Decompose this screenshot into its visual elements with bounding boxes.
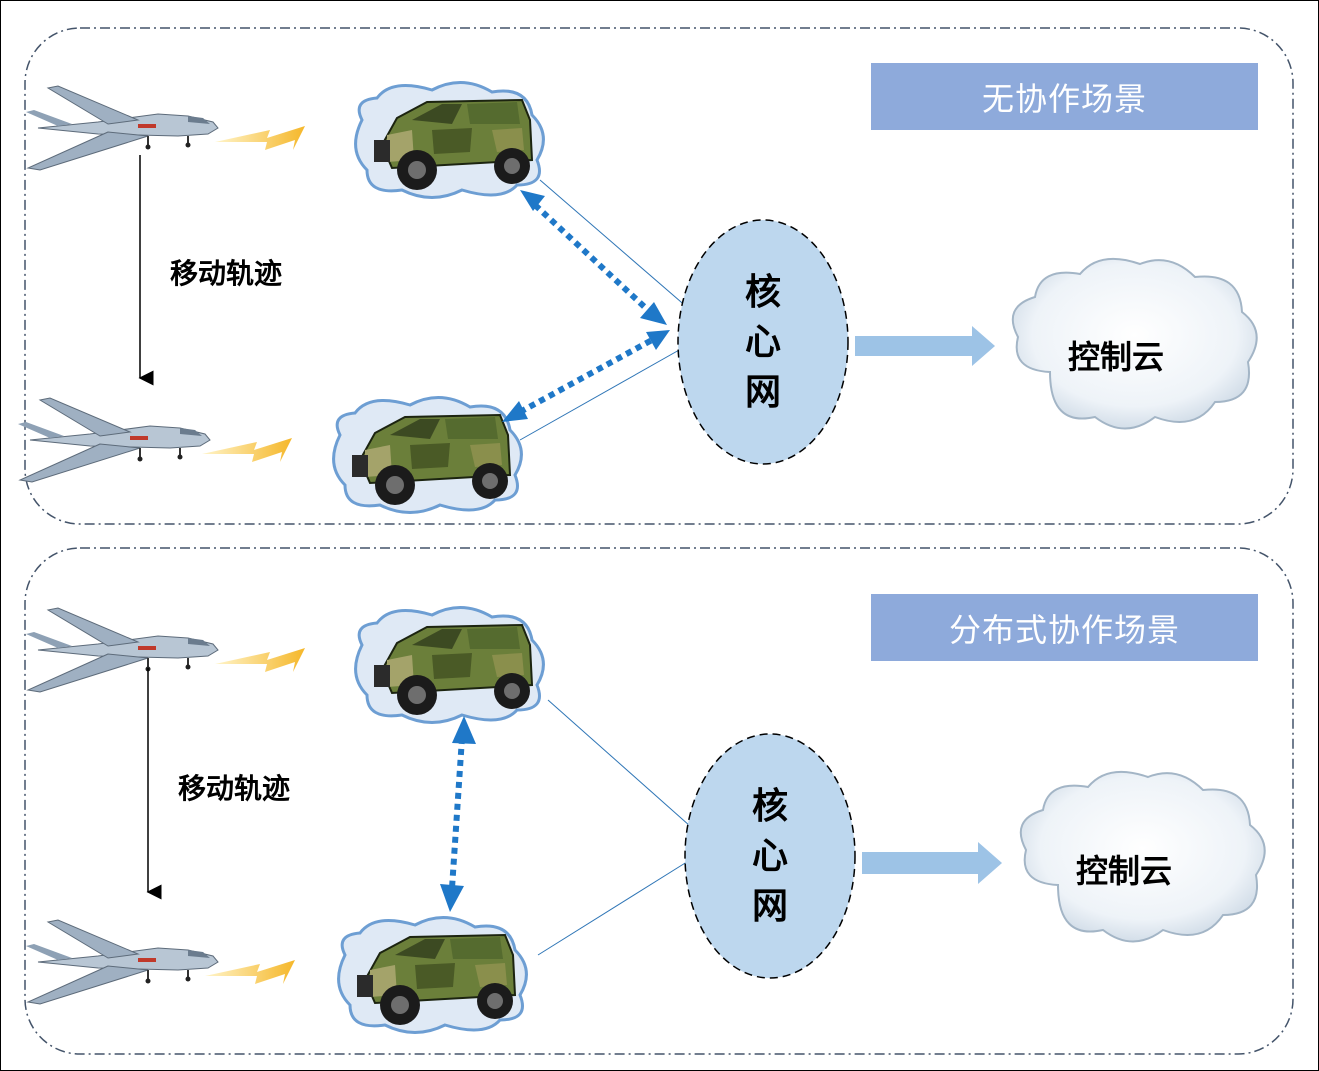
core-network-node xyxy=(677,219,849,465)
vehicle-icon xyxy=(354,605,545,724)
trajectory-label: 移动轨迹 xyxy=(178,772,291,805)
dotted-arrow xyxy=(502,330,670,422)
scene-panel-1 xyxy=(24,27,1294,525)
core-char: 核 xyxy=(751,786,788,827)
vehicle-icon xyxy=(332,395,523,514)
cloud-arrow xyxy=(855,326,995,366)
core-char: 心 xyxy=(751,836,788,877)
cloud-arrow xyxy=(862,842,1002,884)
vehicle-icon xyxy=(354,80,545,199)
vehicle-icon xyxy=(337,915,528,1034)
link-line xyxy=(539,179,689,309)
lightning-icon xyxy=(215,126,305,150)
core-network-node xyxy=(684,733,856,979)
scene-banner: 分布式协作场景 xyxy=(871,594,1258,661)
lightning-icon xyxy=(202,438,292,462)
trajectory-label: 移动轨迹 xyxy=(170,257,283,290)
core-char: 网 xyxy=(751,886,788,927)
link-line xyxy=(519,344,689,441)
core-network-label: 核 心 网 xyxy=(740,782,800,932)
core-char: 网 xyxy=(744,372,781,413)
control-cloud-label: 控制云 xyxy=(1068,338,1165,376)
core-char: 心 xyxy=(744,322,781,363)
drone-icon xyxy=(17,397,211,483)
dotted-arrow xyxy=(440,716,476,912)
drone-icon xyxy=(25,85,219,171)
dotted-arrow xyxy=(520,190,667,325)
core-char: 核 xyxy=(744,272,781,313)
scene-panel-2 xyxy=(24,547,1294,1055)
drone-icon xyxy=(25,919,219,1005)
link-line xyxy=(537,859,691,956)
lightning-icon xyxy=(205,960,295,984)
lightning-icon xyxy=(215,648,305,672)
drone-icon xyxy=(25,607,219,693)
link-line xyxy=(547,699,691,827)
core-network-label: 核 心 网 xyxy=(733,268,793,418)
scene-banner: 无协作场景 xyxy=(871,63,1258,130)
control-cloud-label: 控制云 xyxy=(1076,852,1173,890)
